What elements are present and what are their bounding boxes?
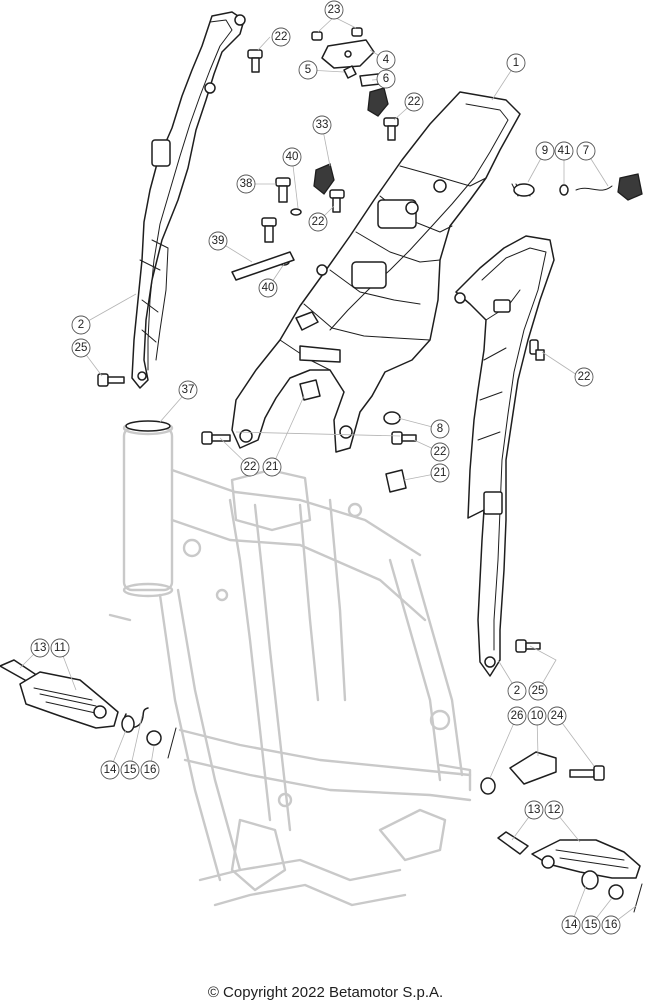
- callout-33: 33: [312, 115, 332, 135]
- callout-21-right: 21: [430, 463, 450, 483]
- callout-22-upper-right: 22: [404, 92, 424, 112]
- svg-text:12: 12: [548, 804, 561, 816]
- callout-6: 6: [376, 69, 396, 89]
- right-footpeg-assembly: [480, 751, 643, 913]
- main-frame-faded: [108, 420, 472, 907]
- callout-15-left: 15: [120, 760, 140, 780]
- svg-text:39: 39: [212, 235, 225, 247]
- svg-text:22: 22: [312, 216, 325, 228]
- callout-22-bottom-left: 22: [240, 457, 260, 477]
- hardware-parts: [97, 27, 643, 653]
- callout-24: 24: [547, 706, 567, 726]
- callout-25-right: 25: [528, 681, 548, 701]
- svg-text:25: 25: [532, 685, 545, 697]
- callout-1: 1: [506, 53, 526, 73]
- callout-15-right: 15: [581, 915, 601, 935]
- svg-text:13: 13: [528, 804, 541, 816]
- callout-14-left: 14: [100, 760, 120, 780]
- callout-5: 5: [298, 60, 318, 80]
- rear-subframe: [231, 91, 521, 453]
- svg-text:37: 37: [182, 384, 195, 396]
- svg-text:11: 11: [54, 642, 66, 654]
- callout-22-bottom-right: 22: [430, 442, 450, 462]
- right-side-rail: [454, 235, 555, 677]
- svg-text:7: 7: [583, 145, 589, 157]
- callout-14-right: 14: [561, 915, 581, 935]
- callout-2-right: 2: [507, 681, 527, 701]
- svg-text:9: 9: [542, 145, 548, 157]
- svg-text:14: 14: [565, 919, 578, 931]
- svg-text:5: 5: [305, 64, 311, 76]
- svg-text:22: 22: [244, 461, 257, 473]
- svg-text:13: 13: [34, 642, 47, 654]
- svg-text:1: 1: [513, 57, 519, 69]
- svg-text:33: 33: [316, 119, 329, 131]
- callout-40-lower: 40: [258, 278, 278, 298]
- svg-text:14: 14: [104, 764, 117, 776]
- callout-39: 39: [208, 231, 228, 251]
- svg-text:22: 22: [408, 96, 421, 108]
- callout-2-left: 2: [71, 315, 91, 335]
- callout-12: 12: [544, 800, 564, 820]
- svg-text:40: 40: [286, 151, 299, 163]
- callout-7: 7: [576, 141, 596, 161]
- callout-16-left: 16: [140, 760, 160, 780]
- svg-text:16: 16: [605, 919, 618, 931]
- callout-21-center: 21: [262, 457, 282, 477]
- callout-22-top: 22: [271, 27, 291, 47]
- svg-text:16: 16: [144, 764, 157, 776]
- svg-text:41: 41: [558, 145, 571, 157]
- svg-text:2: 2: [514, 685, 520, 697]
- callout-40-upper: 40: [282, 147, 302, 167]
- left-side-rail: [131, 11, 246, 389]
- svg-text:22: 22: [275, 31, 288, 43]
- callout-38: 38: [236, 174, 256, 194]
- callout-25-left: 25: [71, 338, 91, 358]
- svg-text:21: 21: [266, 461, 279, 473]
- callout-37: 37: [178, 380, 198, 400]
- svg-text:23: 23: [328, 4, 341, 16]
- svg-text:38: 38: [240, 178, 253, 190]
- svg-text:22: 22: [578, 371, 591, 383]
- svg-text:21: 21: [434, 467, 447, 479]
- callout-23: 23: [324, 0, 344, 20]
- copyright-notice: © Copyright 2022 Betamotor S.p.A.: [207, 984, 444, 1001]
- callout-10: 10: [527, 706, 547, 726]
- callout-11: 11: [50, 638, 70, 658]
- callout-4: 4: [376, 50, 396, 70]
- callout-26: 26: [507, 706, 527, 726]
- callout-41: 41: [554, 141, 574, 161]
- svg-text:8: 8: [437, 423, 443, 435]
- callout-13-left: 13: [30, 638, 50, 658]
- svg-text:40: 40: [262, 282, 275, 294]
- svg-text:22: 22: [434, 446, 447, 458]
- svg-text:26: 26: [511, 710, 524, 722]
- svg-text:2: 2: [78, 319, 84, 331]
- bolt-22-top: [247, 49, 263, 73]
- svg-text:6: 6: [383, 73, 389, 85]
- svg-text:25: 25: [75, 342, 88, 354]
- svg-text:4: 4: [383, 54, 390, 66]
- svg-text:15: 15: [585, 919, 598, 931]
- svg-text:24: 24: [551, 710, 564, 722]
- callout-9: 9: [535, 141, 555, 161]
- left-footpeg-assembly: [0, 659, 177, 759]
- callout-16-right: 16: [601, 915, 621, 935]
- callout-13-right: 13: [524, 800, 544, 820]
- svg-text:10: 10: [531, 710, 544, 722]
- svg-text:15: 15: [124, 764, 137, 776]
- callout-22-mid: 22: [308, 212, 328, 232]
- callout-22-rail: 22: [574, 367, 594, 387]
- callout-8: 8: [430, 419, 450, 439]
